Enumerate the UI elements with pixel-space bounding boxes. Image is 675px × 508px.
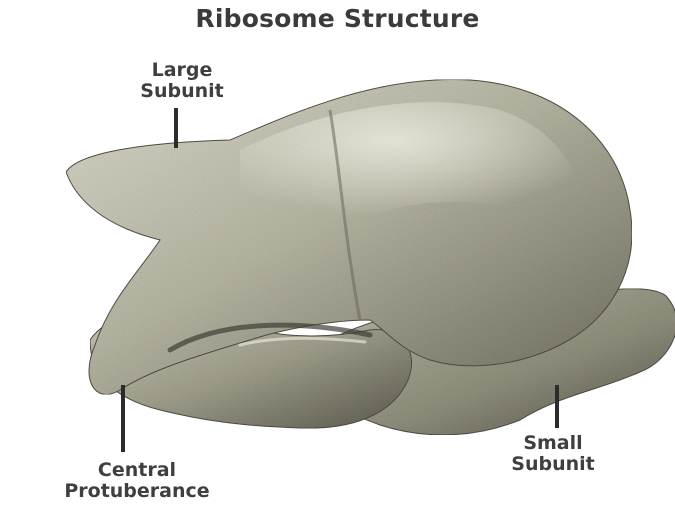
diagram-title: Ribosome Structure bbox=[0, 4, 675, 33]
label-central-protuberance-line1: Central bbox=[48, 460, 226, 481]
label-small-subunit-line1: Small bbox=[488, 433, 618, 454]
label-large-subunit: Large Subunit bbox=[112, 60, 252, 102]
label-large-subunit-line1: Large bbox=[112, 60, 252, 81]
label-small-subunit-line2: Subunit bbox=[488, 454, 618, 475]
label-small-subunit: Small Subunit bbox=[488, 433, 618, 475]
label-central-protuberance: Central Protuberance bbox=[48, 460, 226, 502]
label-central-protuberance-line2: Protuberance bbox=[48, 481, 226, 502]
label-large-subunit-line2: Subunit bbox=[112, 81, 252, 102]
